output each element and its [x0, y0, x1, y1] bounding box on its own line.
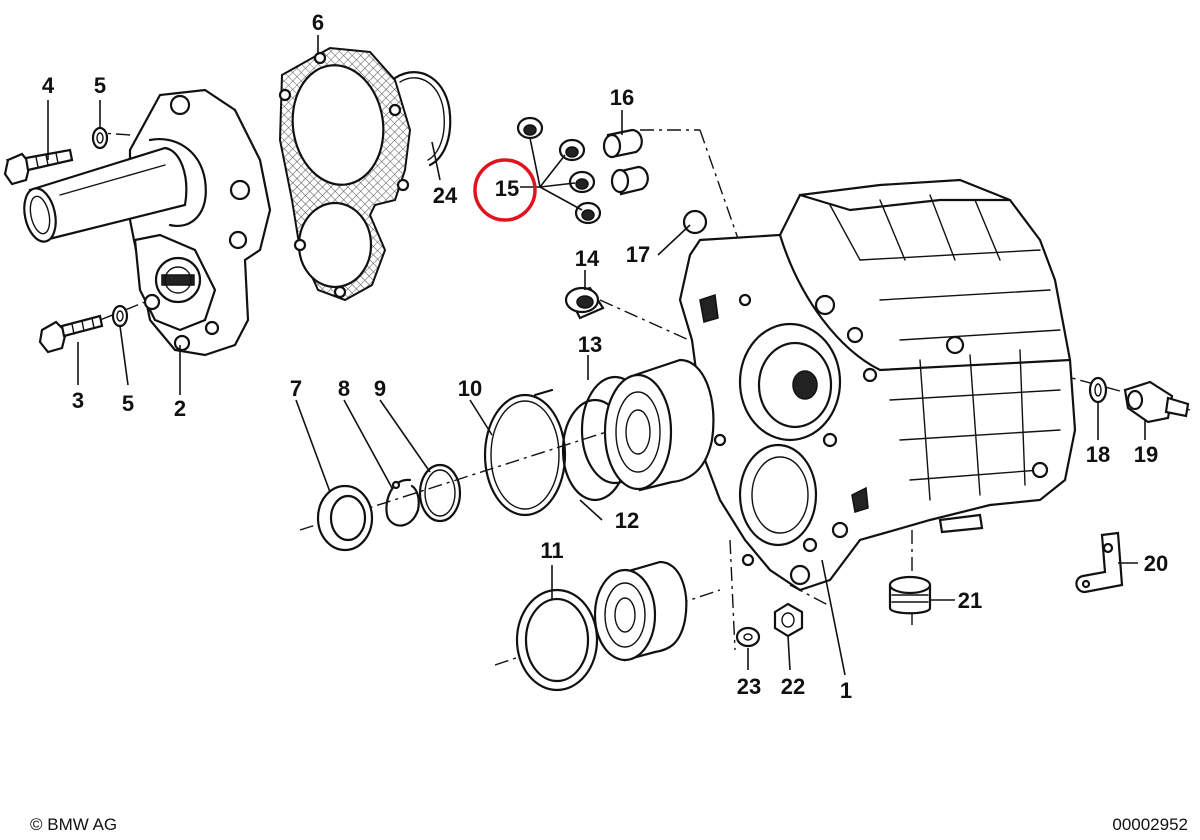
callout-4: 4 [42, 73, 55, 98]
callout-11: 11 [540, 538, 563, 563]
callout-21: 21 [958, 588, 982, 613]
callout-18: 18 [1086, 442, 1110, 467]
nut-22 [773, 602, 804, 638]
callout-13: 13 [578, 332, 602, 357]
gasket [278, 46, 412, 302]
bolt-3 [38, 314, 104, 354]
ring-10 [483, 388, 567, 517]
callout-9: 9 [374, 376, 386, 401]
callout-5-upper: 5 [94, 73, 106, 98]
leader-lines [47, 35, 1146, 676]
callout-24: 24 [433, 183, 458, 208]
extension-housing [23, 88, 272, 357]
sensor-19 [1123, 380, 1190, 424]
gearbox-case [678, 178, 1077, 592]
callout-2: 2 [174, 396, 186, 421]
washer-5-upper [91, 126, 109, 150]
washer-23 [735, 626, 761, 648]
ring-11 [515, 588, 599, 692]
copyright-text: © BMW AG [30, 815, 117, 834]
callout-22: 22 [781, 674, 805, 699]
callout-labels: 6 4 5 16 24 15 17 14 13 7 8 9 10 3 5 2 1… [42, 10, 1168, 703]
callout-5-lower: 5 [122, 391, 134, 416]
highlight-circle [473, 158, 537, 222]
callout-12: 12 [615, 508, 639, 533]
plugs-15 [516, 116, 602, 225]
callout-6: 6 [312, 10, 324, 35]
circlip-8 [385, 478, 420, 527]
circlip-24 [393, 71, 452, 167]
ball-17 [682, 209, 708, 235]
callout-16: 16 [610, 85, 634, 110]
callout-17: 17 [626, 242, 650, 267]
callout-8: 8 [338, 376, 350, 401]
callout-20: 20 [1144, 551, 1168, 576]
callout-3: 3 [72, 388, 84, 413]
callout-23: 23 [737, 674, 761, 699]
bracket-20 [1075, 531, 1124, 594]
bearing-lower [593, 560, 688, 662]
washer-5-lower [111, 304, 129, 328]
callout-19: 19 [1134, 442, 1158, 467]
callout-14: 14 [575, 246, 600, 271]
ring-9 [418, 463, 462, 523]
callout-10: 10 [458, 376, 482, 401]
plug-14 [564, 286, 605, 320]
diagram-number: 00002952 [1112, 815, 1188, 834]
bolt-4 [3, 148, 74, 186]
plug-21 [888, 575, 932, 615]
bushings-16 [602, 128, 649, 196]
washer-18 [1088, 376, 1108, 404]
callout-1: 1 [840, 678, 852, 703]
shaft-seal-7 [316, 484, 374, 552]
callout-7: 7 [290, 376, 302, 401]
bearing-main [603, 358, 715, 492]
callout-15: 15 [495, 176, 519, 201]
